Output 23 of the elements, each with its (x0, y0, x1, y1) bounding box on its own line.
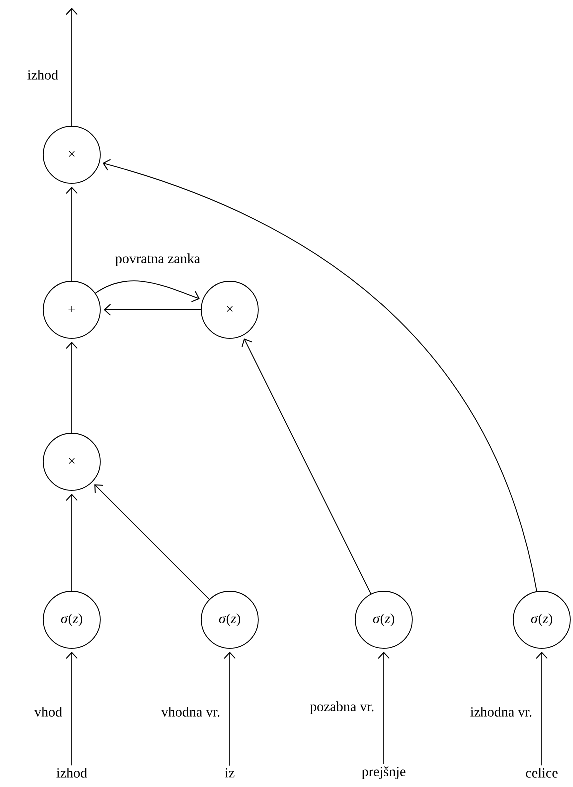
arrow (66, 186, 78, 282)
arrow (378, 652, 390, 765)
input-label: prejšnje (362, 766, 406, 780)
arrow (66, 8, 78, 126)
arrow (94, 484, 210, 600)
input-label: celice (526, 768, 558, 778)
edge-label: povratna zanka (116, 254, 200, 266)
input-label: iz (225, 768, 235, 778)
arrow (95, 280, 200, 302)
edge-label: izhodna vr. (470, 707, 532, 717)
arrow (66, 652, 78, 766)
arrow (224, 652, 236, 766)
edge-label: vhod (34, 707, 62, 717)
arrow (66, 494, 78, 592)
arrow (536, 652, 548, 766)
arrow (242, 338, 372, 595)
arrow (66, 342, 78, 434)
edge-label: izhod (28, 70, 58, 80)
edge-label: vhodna vr. (161, 707, 220, 717)
input-label: izhod (56, 768, 88, 778)
edge-label: pozabna vr. (310, 702, 374, 714)
arrow (102, 159, 538, 592)
arrow (104, 304, 202, 316)
